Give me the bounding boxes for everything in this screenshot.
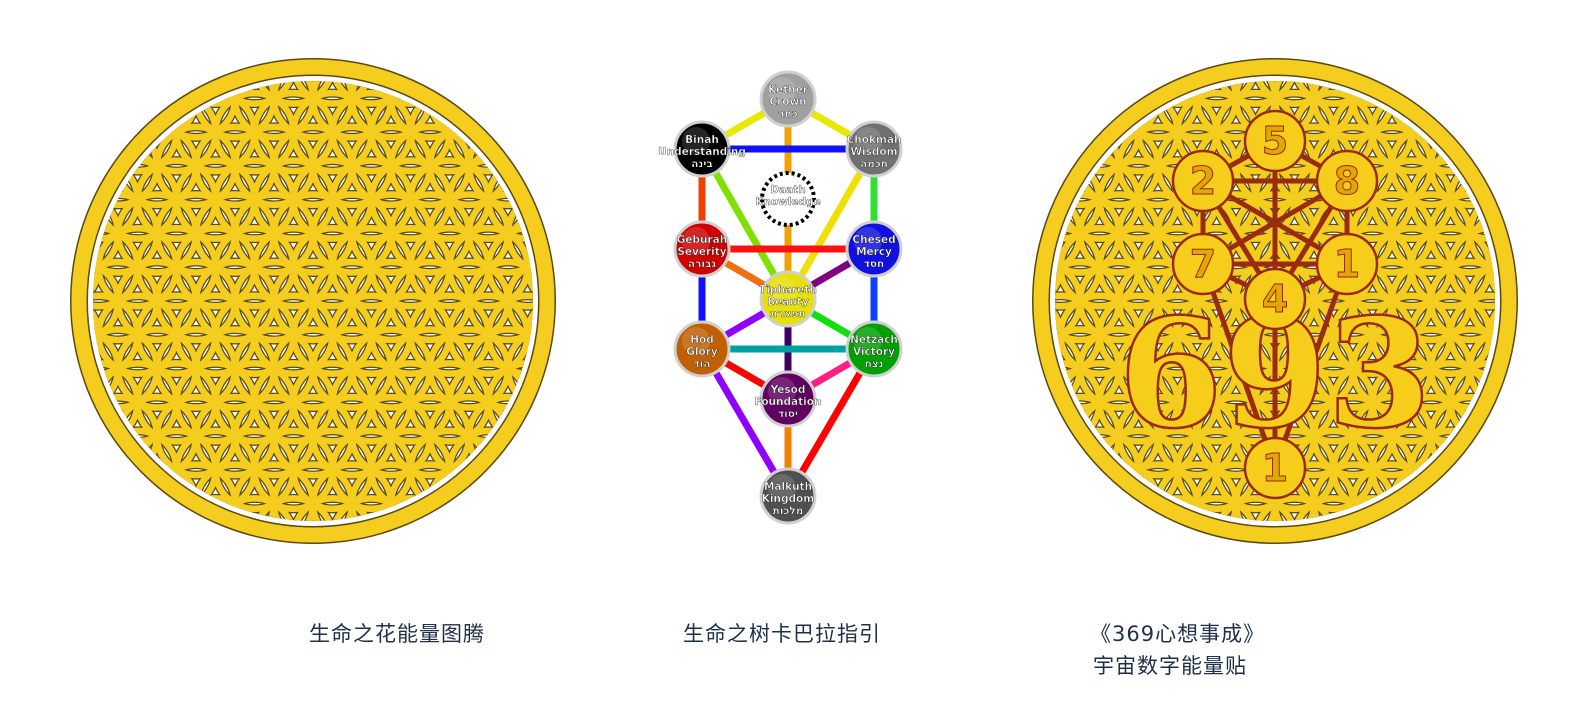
flower-of-life-pattern — [70, 58, 556, 544]
tree-caption: 生命之树卡巴拉指引 — [683, 622, 881, 646]
sefira-meaning: Severity — [677, 246, 726, 258]
sefira-name: Binah — [685, 134, 719, 146]
number-circle: 7 — [1171, 232, 1235, 296]
sefira-name: Yesod — [770, 384, 806, 396]
svg-text:8: 8 — [1334, 159, 1360, 203]
tree-path-chokmah-tiphareth — [784, 147, 878, 301]
sefira-name: Daath — [770, 184, 805, 196]
cosmic-number-pattern: 693 5 2 8 7 1 4 1 — [1032, 58, 1518, 544]
sefira-meaning: Glory — [686, 346, 718, 358]
svg-text:7: 7 — [1190, 242, 1216, 286]
sefira-name: Tiphareth — [759, 284, 817, 296]
tree-of-life-diagram: KetherCrownכתרBinahUnderstandingבינהChok… — [658, 70, 903, 525]
sefira-meaning: Knowledge — [755, 196, 820, 208]
svg-text:5: 5 — [1262, 119, 1288, 163]
number-circle: 8 — [1315, 149, 1379, 213]
number-circle: 5 — [1243, 109, 1307, 173]
tree-path-binah-tiphareth — [698, 147, 792, 301]
number-circle: 1 — [1315, 232, 1379, 296]
cosmic-number-sticker-image: 693 5 2 8 7 1 4 1 — [1030, 56, 1520, 546]
sefira-meaning: Wisdom — [850, 146, 897, 158]
sefira-hebrew: הוד — [694, 358, 711, 370]
sefira-name: Hod — [690, 334, 714, 346]
flower-of-life-image — [68, 56, 558, 546]
sefira-name: Geburah — [677, 234, 727, 246]
sefira-name: Kether — [768, 84, 809, 96]
sefira-hebrew: תפארת — [770, 308, 805, 320]
big-number: 693 — [1118, 286, 1431, 462]
sefira-name: Netzach — [850, 334, 898, 346]
svg-text:4: 4 — [1262, 277, 1288, 321]
sefira-hebrew: יסוד — [778, 408, 798, 420]
sefira-meaning: Victory — [853, 346, 895, 358]
sefira-meaning: Mercy — [856, 246, 892, 258]
svg-text:1: 1 — [1334, 242, 1360, 286]
svg-text:1: 1 — [1262, 446, 1288, 490]
number-circle: 4 — [1243, 267, 1307, 331]
number-circle: 1 — [1243, 436, 1307, 500]
sefira-hebrew: גבורה — [688, 258, 717, 270]
sefira-meaning: Beauty — [767, 296, 809, 308]
sefira-name: Chokmah — [847, 134, 902, 146]
sefira-hebrew: מלכות — [773, 505, 804, 517]
sefira-meaning: Foundation — [755, 396, 822, 408]
sefira-meaning: Kingdom — [762, 493, 814, 505]
flower-caption: 生命之花能量图腾 — [309, 622, 485, 646]
sefira-hebrew: נצח — [865, 358, 884, 370]
cosmic-caption-line1: 《369心想事成》 — [1090, 622, 1266, 646]
svg-text:2: 2 — [1190, 159, 1216, 203]
sefira-meaning: Crown — [769, 96, 806, 108]
sefira-name: Chesed — [852, 234, 895, 246]
sefira-hebrew: בינה — [691, 158, 712, 170]
sefira-hebrew: חכמה — [860, 158, 888, 170]
number-circle: 2 — [1171, 149, 1235, 213]
sefira-meaning: Understanding — [658, 146, 746, 158]
sefira-hebrew: חסד — [864, 258, 885, 270]
cosmic-caption-line2: 宇宙数字能量贴 — [1093, 654, 1247, 678]
sefira-hebrew: כתר — [778, 108, 797, 120]
sefira-name: Malkuth — [764, 481, 812, 493]
